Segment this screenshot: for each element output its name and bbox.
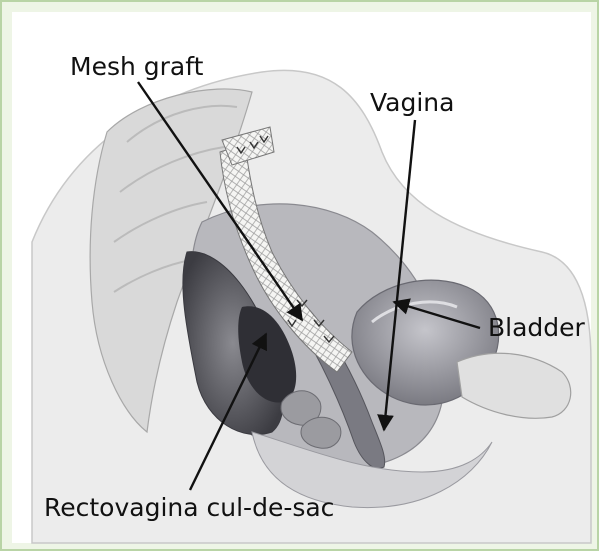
bladder-label: Bladder <box>488 315 585 340</box>
mesh-graft-label: Mesh graft <box>70 54 203 79</box>
rectovagina-label: Rectovagina cul-de-sac <box>44 495 334 520</box>
vagina-label: Vagina <box>370 90 454 115</box>
